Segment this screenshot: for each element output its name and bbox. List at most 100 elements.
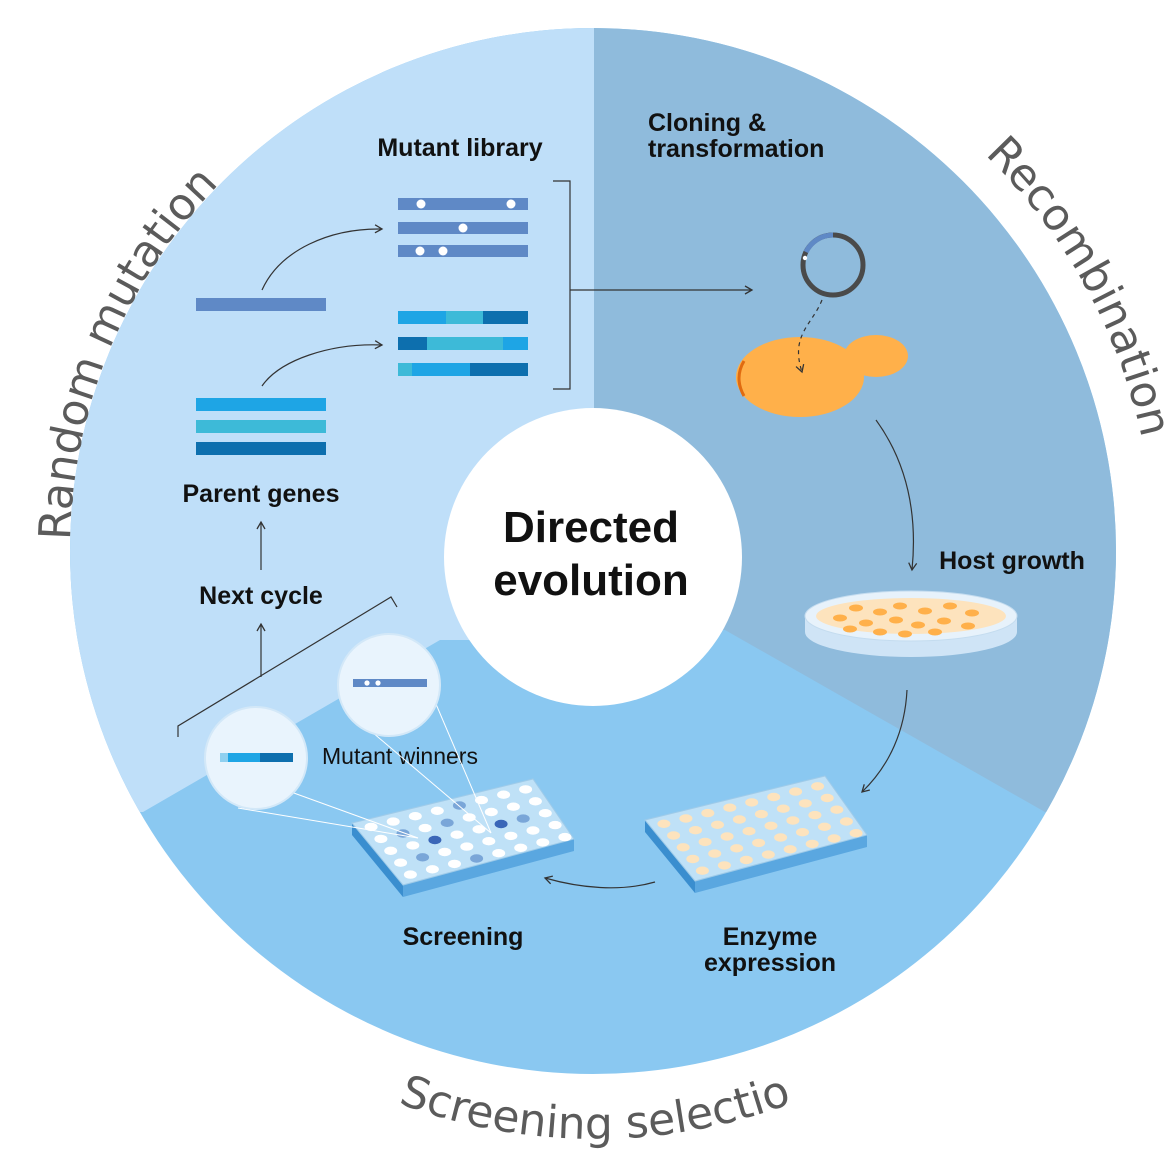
plate-well [701, 808, 715, 818]
plate-well [416, 853, 430, 862]
plate-well [811, 782, 825, 791]
plate-well [526, 826, 540, 835]
magnifier-winner-2 [337, 633, 441, 737]
plate-well [745, 798, 759, 807]
plate-well [730, 844, 744, 853]
plate-well [386, 817, 400, 826]
plate-well [482, 837, 496, 846]
plate-well [657, 819, 671, 828]
label-enzyme-line1: Enzyme [723, 923, 818, 951]
parent-gene-single [196, 298, 326, 311]
zoom-lines [237, 689, 492, 839]
plate-well [497, 790, 511, 799]
label-cloning-line1: Cloning & [648, 109, 766, 137]
plate-well [761, 850, 775, 859]
plate-well [494, 819, 508, 829]
plate-well [820, 793, 834, 803]
plate-well [548, 820, 562, 830]
mutant-library-point [398, 198, 528, 257]
expression-plate-icon [644, 775, 868, 893]
plate-well [364, 822, 378, 832]
plate-well [732, 815, 746, 824]
plate-well [711, 820, 724, 829]
screening-plate-icon [351, 778, 575, 897]
plate-well [764, 821, 778, 830]
plate-well [796, 828, 809, 837]
plate-well [472, 825, 486, 834]
plate-well [723, 803, 737, 812]
magnifier-winner-1 [204, 706, 308, 810]
plate-well [406, 841, 420, 850]
yeast-cell-icon [736, 335, 908, 417]
plate-well [739, 855, 753, 865]
plate-well [679, 814, 693, 823]
arrow-plasmid-into-cell [795, 299, 823, 374]
plate-well [538, 809, 552, 818]
plate-well [742, 827, 756, 836]
plate-well [558, 832, 572, 842]
plate-well [403, 870, 417, 879]
plate-well [408, 812, 422, 821]
arrow-mutation [261, 224, 384, 291]
plate-well [830, 805, 844, 814]
arrow-recombine [261, 340, 384, 387]
plasmid-icon [800, 232, 866, 298]
plate-well [776, 804, 790, 813]
arrow-to-host-growth [875, 419, 918, 572]
next-cycle-bracket [177, 596, 398, 737]
plate-well [698, 837, 712, 847]
plate-well [460, 842, 474, 851]
plate-well [720, 832, 734, 841]
plate-well [394, 858, 408, 867]
plate-well [676, 843, 690, 852]
plate-well [438, 847, 452, 857]
plate-well [695, 866, 709, 875]
label-next-cycle: Next cycle [199, 582, 323, 610]
plate-well [528, 797, 542, 806]
plate-well [519, 785, 533, 794]
plate-well [462, 813, 476, 822]
arrow-to-screening [543, 875, 656, 889]
plate-well [428, 835, 442, 845]
plate-well [430, 806, 444, 815]
plate-well [514, 843, 528, 852]
plate-well [418, 823, 432, 833]
plate-well [827, 834, 841, 843]
library-bracket [553, 180, 571, 390]
plate-well [450, 830, 464, 839]
label-cloning-line2: transformation [648, 135, 824, 163]
arrow-to-enzyme-expression [861, 689, 908, 793]
plate-well [767, 792, 781, 802]
plate-well [798, 799, 812, 808]
plate-well [425, 865, 439, 874]
label-screening: Screening [403, 923, 524, 951]
plate-well [789, 787, 803, 796]
label-mutant-library: Mutant library [377, 134, 542, 162]
plate-well [783, 845, 797, 854]
parent-gene-stack [196, 398, 326, 455]
plate-well [839, 817, 853, 826]
plate-well [448, 859, 461, 869]
plate-well [754, 809, 768, 819]
plate-well [492, 849, 506, 858]
plate-well [667, 831, 681, 840]
plate-well [808, 810, 822, 820]
plate-well [786, 816, 800, 825]
plate-well [440, 818, 454, 827]
plate-well [536, 838, 550, 847]
plate-well [506, 802, 520, 811]
plate-well [484, 807, 498, 817]
center-title-line1: Directed [503, 503, 679, 552]
plate-well [849, 829, 863, 838]
plate-well [818, 822, 831, 831]
label-host-growth: Host growth [939, 547, 1085, 575]
plate-well [686, 854, 700, 864]
petri-dish-icon [804, 590, 1018, 657]
mutant-library-recombined [398, 311, 528, 376]
plate-well [374, 834, 388, 844]
label-parent-genes: Parent genes [182, 480, 339, 508]
plate-well [708, 849, 722, 858]
plate-well [774, 833, 788, 842]
center-circle [444, 408, 742, 706]
